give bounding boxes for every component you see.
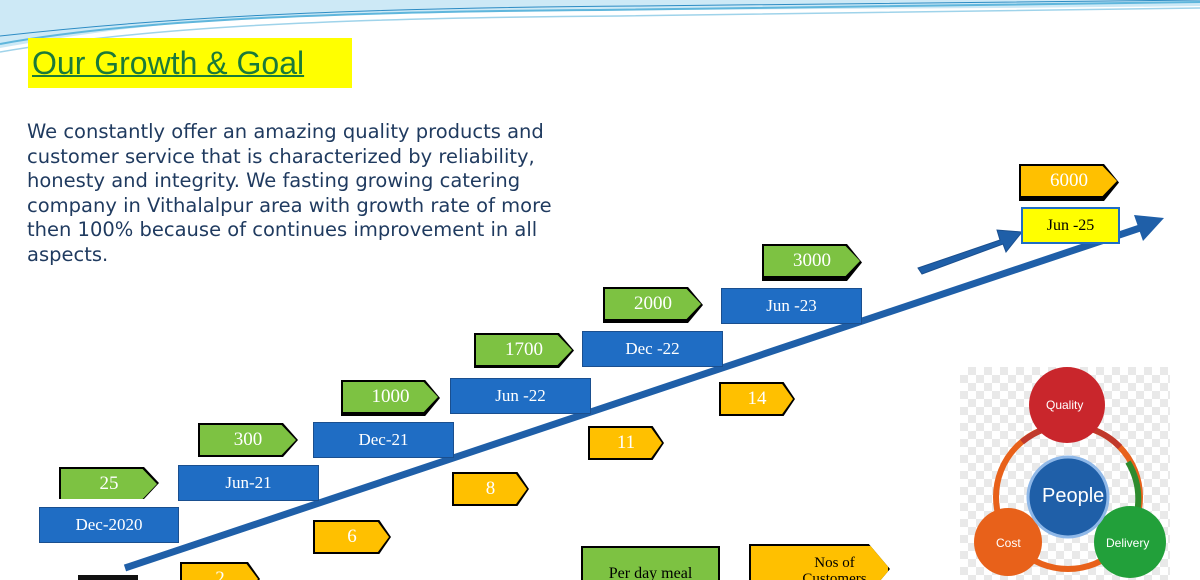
meal-tag-3000: 3000: [762, 244, 862, 281]
meal-tag-6000: 6000: [1019, 164, 1119, 201]
date-tag-jun-23: Jun -23: [721, 288, 862, 324]
customer-tag-8: 8: [452, 472, 529, 506]
diagram-node-quality: Quality: [1046, 398, 1084, 412]
meal-tag-25: 25: [59, 467, 159, 499]
legend-customers-label: Nos of Customers: [802, 555, 867, 580]
diagram-node-cost: Cost: [996, 536, 1021, 550]
description-text: We constantly offer an amazing quality p…: [27, 120, 552, 266]
date-tag-dec-22: Dec -22: [582, 331, 723, 367]
legend-meal-label: Per day meal: [608, 565, 693, 580]
date-tag-jun-21: Jun-21: [178, 465, 319, 501]
date-tag-jun-22: Jun -22: [450, 378, 591, 414]
customer-tag-14: 14: [719, 382, 795, 416]
title-banner: Our Growth & Goal: [28, 38, 352, 88]
meal-tag-1000: 1000: [341, 380, 440, 416]
meal-tag-300: 300: [198, 423, 298, 457]
customer-tag-11: 11: [588, 426, 664, 460]
diagram-node-delivery: Delivery: [1106, 536, 1150, 550]
page-title: Our Growth & Goal: [32, 45, 305, 81]
customer-tag-partial: 2: [180, 562, 260, 580]
customer-tag-6: 6: [313, 520, 391, 554]
goal-arrow: [917, 229, 1023, 275]
date-tag-dec-21: Dec-21: [313, 422, 454, 458]
date-tag-dec-2020: Dec-2020: [39, 507, 179, 543]
meal-tag-2000: 2000: [603, 287, 703, 323]
legend-meal: Per day meal: [581, 546, 720, 580]
people-diagram: Quality People Delivery Cost: [960, 367, 1170, 580]
partial-date-tag: [78, 575, 138, 580]
header-wave-decoration: [0, 0, 1200, 53]
diagram-center-people: People: [1042, 485, 1105, 507]
date-tag-jun-25: Jun -25: [1021, 207, 1120, 244]
meal-tag-1700: 1700: [474, 333, 574, 368]
legend-customers: Nos of Customers: [749, 544, 890, 580]
